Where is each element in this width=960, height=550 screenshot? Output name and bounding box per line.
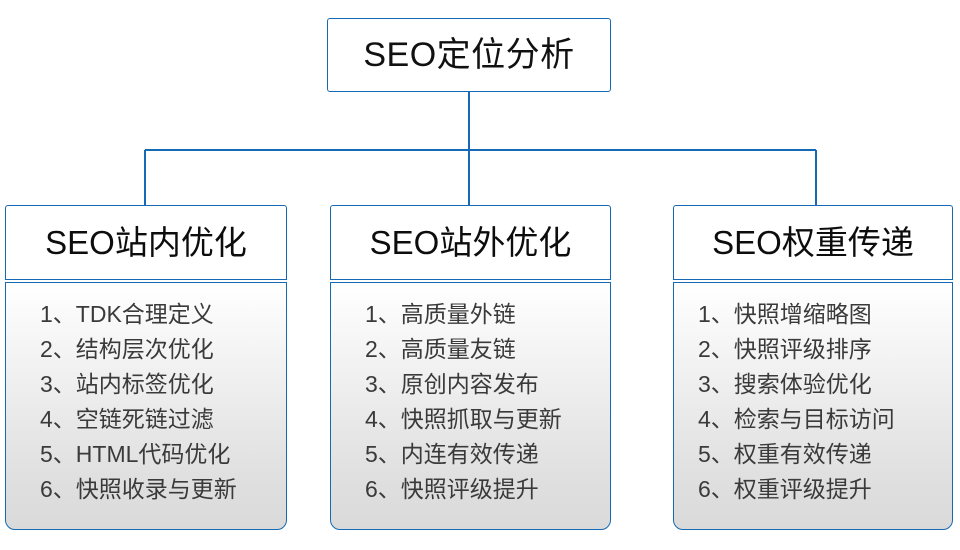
list-item: 4、检索与目标访问: [698, 406, 895, 432]
branch-body-seo-onsite: 1、TDK合理定义 2、结构层次优化 3、站内标签优化 4、空链死链过滤 5、H…: [5, 282, 287, 530]
branch-item-list: 1、高质量外链 2、高质量友链 3、原创内容发布 4、快照抓取与更新 5、内连有…: [331, 297, 562, 507]
branch-item-list: 1、快照增缩略图 2、快照评级排序 3、搜索体验优化 4、检索与目标访问 5、权…: [674, 297, 895, 507]
branch-body-seo-offsite: 1、高质量外链 2、高质量友链 3、原创内容发布 4、快照抓取与更新 5、内连有…: [330, 282, 611, 530]
list-item: 4、快照抓取与更新: [365, 406, 562, 432]
branch-header-label: SEO站外优化: [369, 224, 572, 261]
branch-body-seo-weight: 1、快照增缩略图 2、快照评级排序 3、搜索体验优化 4、检索与目标访问 5、权…: [673, 282, 953, 530]
branch-seo-weight[interactable]: SEO权重传递 1、快照增缩略图 2、快照评级排序 3、搜索体验优化 4、检索与…: [673, 205, 953, 530]
branch-seo-offsite[interactable]: SEO站外优化 1、高质量外链 2、高质量友链 3、原创内容发布 4、快照抓取与…: [330, 205, 611, 530]
list-item: 6、权重评级提升: [698, 476, 872, 502]
list-item: 6、快照评级提升: [365, 476, 539, 502]
root-node[interactable]: SEO定位分析: [327, 18, 611, 92]
branch-header-seo-offsite[interactable]: SEO站外优化: [330, 205, 611, 280]
list-item: 3、站内标签优化: [40, 371, 214, 397]
branch-header-label: SEO权重传递: [712, 224, 914, 261]
list-item: 3、搜索体验优化: [698, 371, 872, 397]
list-item: 1、快照增缩略图: [698, 301, 872, 327]
branch-seo-onsite[interactable]: SEO站内优化 1、TDK合理定义 2、结构层次优化 3、站内标签优化 4、空链…: [5, 205, 287, 530]
list-item: 4、空链死链过滤: [40, 406, 214, 432]
list-item: 3、原创内容发布: [365, 371, 539, 397]
branch-header-label: SEO站内优化: [45, 224, 247, 261]
list-item: 2、结构层次优化: [40, 336, 214, 362]
branch-item-list: 1、TDK合理定义 2、结构层次优化 3、站内标签优化 4、空链死链过滤 5、H…: [6, 297, 237, 507]
list-item: 2、高质量友链: [365, 336, 516, 362]
branch-header-seo-onsite[interactable]: SEO站内优化: [5, 205, 287, 280]
list-item: 1、高质量外链: [365, 301, 516, 327]
list-item: 5、权重有效传递: [698, 441, 872, 467]
list-item: 1、TDK合理定义: [40, 301, 214, 327]
list-item: 5、HTML代码优化: [40, 441, 231, 467]
root-node-label: SEO定位分析: [363, 36, 575, 74]
list-item: 6、快照收录与更新: [40, 476, 237, 502]
list-item: 5、内连有效传递: [365, 441, 539, 467]
branch-header-seo-weight[interactable]: SEO权重传递: [673, 205, 953, 280]
list-item: 2、快照评级排序: [698, 336, 872, 362]
